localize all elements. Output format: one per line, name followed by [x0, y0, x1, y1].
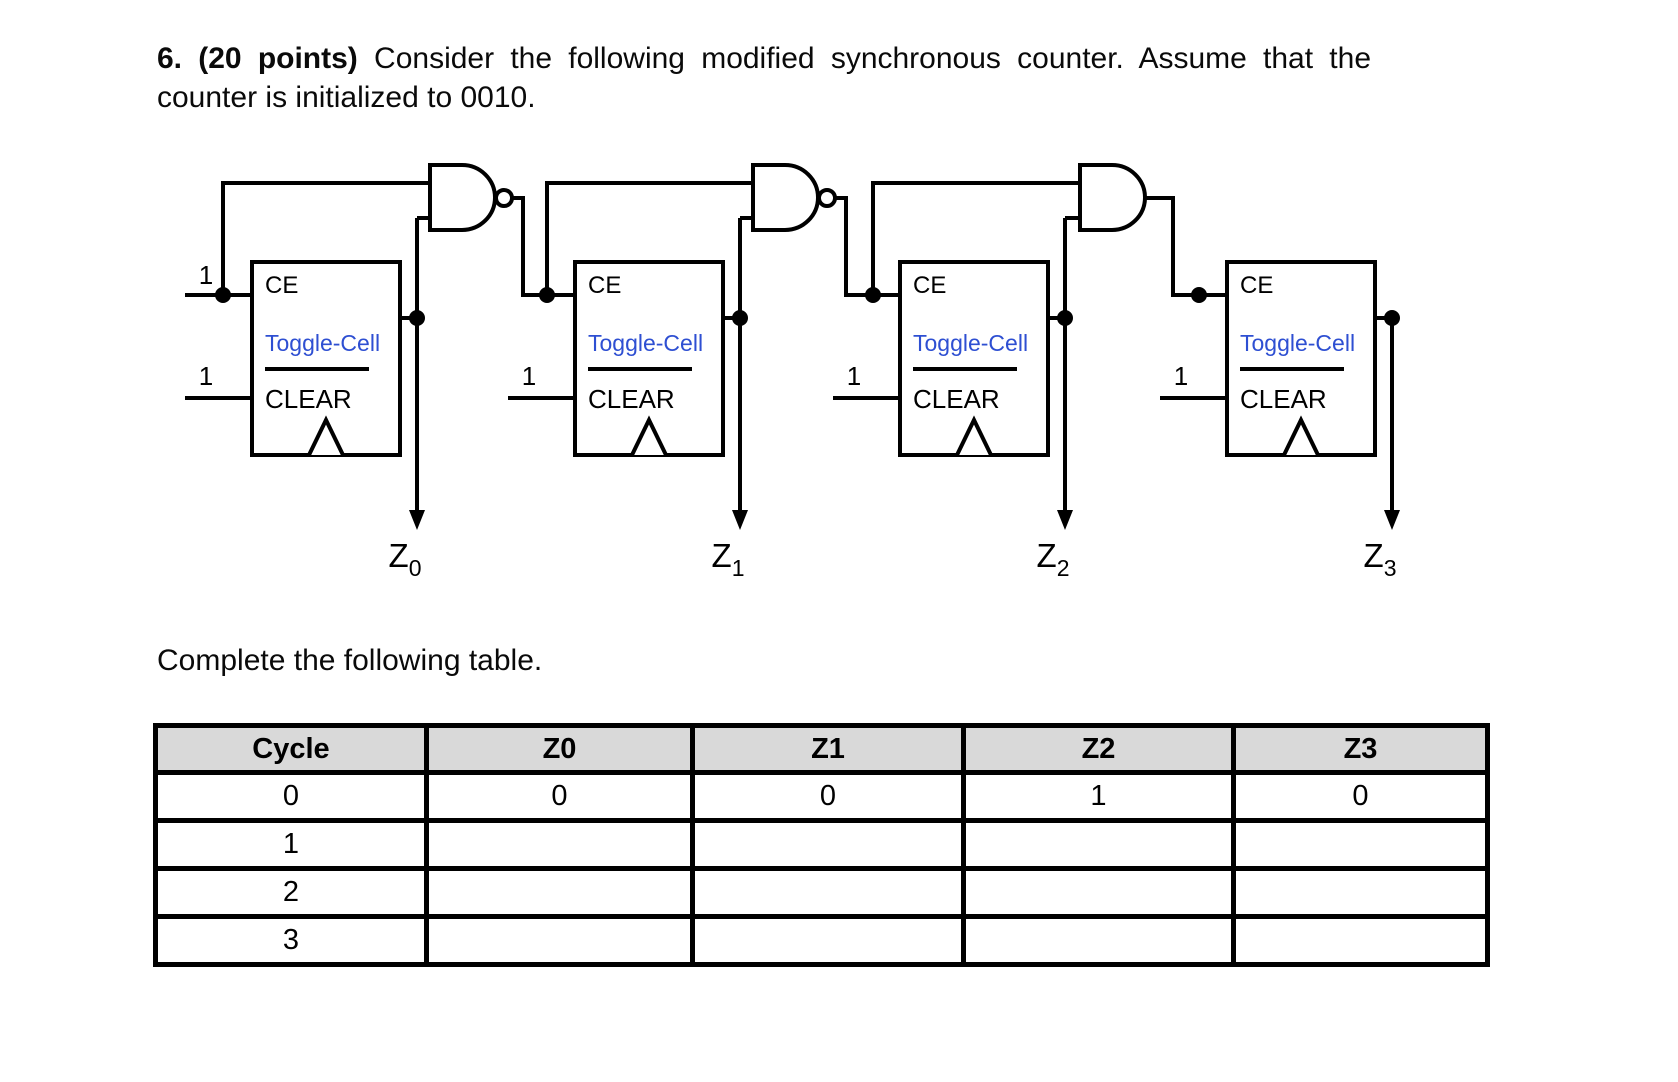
- toggle-cell-label: Toggle-Cell: [1240, 330, 1355, 356]
- cell-r0-z1: 0: [690, 770, 966, 823]
- const-one-label: 1: [522, 361, 536, 391]
- problem-number: 6. (20 points): [157, 42, 358, 75]
- clear-label: CLEAR: [913, 384, 1000, 414]
- output-label-z2: Z2: [1037, 537, 1070, 581]
- cell-cycle-0: 0: [153, 770, 429, 823]
- wire: [835, 196, 900, 297]
- table-row: 3: [153, 914, 1490, 967]
- const-one-label: 1: [847, 361, 861, 391]
- wire: [221, 181, 430, 295]
- z-base: Z: [1364, 537, 1384, 574]
- toggle-cell-label: Toggle-Cell: [913, 330, 1028, 356]
- junction-dot: [409, 310, 425, 326]
- table-caption: Complete the following table.: [157, 644, 543, 677]
- z-base: Z: [712, 537, 732, 574]
- cell-r3-z0: [424, 914, 695, 967]
- wire: [1145, 196, 1227, 297]
- cell-cycle-2: 2: [153, 866, 429, 919]
- junction-dot: [1384, 310, 1400, 326]
- z-subscript: 1: [732, 555, 745, 581]
- cell-r1-z0: [424, 818, 695, 871]
- cell-r0-z2: 1: [961, 770, 1236, 823]
- z-base: Z: [389, 537, 409, 574]
- junction-dot: [865, 287, 881, 303]
- output-label-z1: Z1: [712, 537, 745, 581]
- cell-r3-z3: [1231, 914, 1490, 967]
- cell-r1-z2: [961, 818, 1236, 871]
- cell-r1-z3: [1231, 818, 1490, 871]
- counter-circuit-diagram: 1 1 1 1 1 CE Toggle-Cell CLEAR CE Toggle…: [185, 163, 1400, 581]
- junction-dot: [215, 287, 231, 303]
- z-base: Z: [1037, 537, 1057, 574]
- clock-triangle-icon: [1282, 415, 1320, 456]
- col-header-z1: Z1: [690, 723, 966, 775]
- cell-r3-z2: [961, 914, 1236, 967]
- z-subscript: 0: [409, 555, 422, 581]
- clear-label: CLEAR: [1240, 384, 1327, 414]
- problem-statement: 6. (20 points) Consider the following mo…: [157, 40, 1371, 117]
- junction-dot: [1057, 310, 1073, 326]
- clock-triangle-icon: [630, 415, 668, 456]
- z-subscript: 2: [1057, 555, 1070, 581]
- wire: [545, 181, 753, 295]
- cell-r2-z1: [690, 866, 966, 919]
- and-gate-3-icon: [1078, 163, 1147, 232]
- cell-r0-z0: 0: [424, 770, 695, 823]
- toggle-cell-label: Toggle-Cell: [588, 330, 703, 356]
- col-header-z2: Z2: [961, 723, 1236, 775]
- cell-r2-z3: [1231, 866, 1490, 919]
- table-row: 2: [153, 866, 1490, 919]
- table-row: 0 0 0 1 0: [153, 770, 1490, 823]
- cycle-output-table: Cycle Z0 Z1 Z2 Z3 0 0 0 1 0 1 2: [153, 723, 1490, 967]
- ce-label: CE: [265, 272, 298, 299]
- z-subscript: 3: [1384, 555, 1397, 581]
- clear-label: CLEAR: [588, 384, 675, 414]
- junction-dot: [539, 287, 555, 303]
- cell-r1-z1: [690, 818, 966, 871]
- col-header-cycle: Cycle: [153, 723, 429, 775]
- clock-triangle-icon: [307, 415, 345, 456]
- problem-text: Consider the following modified synchron…: [157, 42, 1372, 114]
- const-one-label: 1: [199, 260, 213, 290]
- nand-gate-2-icon: [751, 163, 837, 232]
- toggle-cell-label: Toggle-Cell: [265, 330, 380, 356]
- table-header-row: Cycle Z0 Z1 Z2 Z3: [153, 723, 1490, 775]
- clock-triangle-icon: [955, 415, 993, 456]
- cell-cycle-3: 3: [153, 914, 429, 967]
- arrow-down-icon: [1384, 510, 1400, 530]
- junction-dot: [1191, 287, 1207, 303]
- nand-gate-1-icon: [428, 163, 514, 232]
- ce-label: CE: [913, 272, 946, 299]
- cell-cycle-1: 1: [153, 818, 429, 871]
- arrow-down-icon: [409, 510, 425, 530]
- output-label-z3: Z3: [1364, 537, 1397, 581]
- ce-label: CE: [588, 272, 621, 299]
- inverter-bubble-icon: [494, 188, 514, 208]
- cell-r0-z3: 0: [1231, 770, 1490, 823]
- table-row: 1: [153, 818, 1490, 871]
- col-header-z0: Z0: [424, 723, 695, 775]
- col-header-z3: Z3: [1231, 723, 1490, 775]
- junction-dot: [732, 310, 748, 326]
- const-one-label: 1: [1174, 361, 1188, 391]
- wire: [871, 181, 1080, 295]
- arrow-down-icon: [732, 510, 748, 530]
- inverter-bubble-icon: [817, 188, 837, 208]
- output-label-z0: Z0: [389, 537, 422, 581]
- cell-r2-z0: [424, 866, 695, 919]
- clear-label: CLEAR: [265, 384, 352, 414]
- ce-label: CE: [1240, 272, 1273, 299]
- cell-r2-z2: [961, 866, 1236, 919]
- const-one-label: 1: [199, 361, 213, 391]
- wire: [512, 196, 575, 297]
- arrow-down-icon: [1057, 510, 1073, 530]
- cell-r3-z1: [690, 914, 966, 967]
